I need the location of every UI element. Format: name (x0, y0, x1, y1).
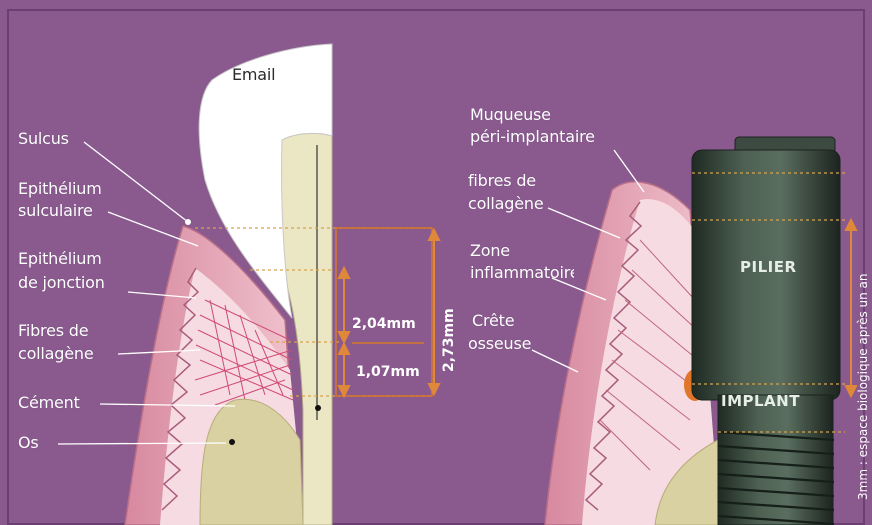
label-implant: IMPLANT (721, 392, 817, 410)
implant-measure-arrow (846, 220, 856, 396)
label-epithelium-sulculaire-2: sulculaire (18, 200, 93, 221)
measure-2-73: 2,73mm (441, 308, 457, 372)
label-sulcus: Sulcus (18, 128, 69, 149)
label-fibres-2: collagène (18, 343, 93, 364)
label-email: Email (232, 64, 275, 85)
label-muqueuse-1: Muqueuse (470, 104, 551, 125)
sulcus-dot (185, 219, 191, 225)
label-cement: Cément (18, 392, 80, 413)
label-epithelium-sulculaire-1: Epithélium (18, 178, 102, 199)
label-zone-2: inflammatoire (470, 262, 574, 283)
label-pilier: PILIER (740, 258, 797, 276)
label-os: Os (18, 432, 39, 453)
tooth-cej-dot (315, 405, 321, 411)
label-epithelium-jonction-1: Epithélium (18, 248, 102, 269)
label-biological-space: 3mm : espace biologique après un an (856, 274, 870, 501)
label-zone-1: Zone (470, 240, 510, 261)
label-implant-fibres-1: fibres de (468, 170, 536, 191)
label-fibres-1: Fibres de (18, 320, 88, 341)
label-muqueuse-2: péri-implantaire (470, 126, 595, 147)
measure-1-07: 1,07mm (356, 364, 420, 380)
label-crete-1: Crête (472, 310, 514, 331)
measure-2-04: 2,04mm (352, 316, 416, 332)
label-crete-2: osseuse (468, 333, 531, 354)
label-implant-fibres-2: collagène (468, 193, 543, 214)
tooth-bone-dot (229, 439, 235, 445)
label-epithelium-jonction-2: de jonction (18, 272, 105, 293)
